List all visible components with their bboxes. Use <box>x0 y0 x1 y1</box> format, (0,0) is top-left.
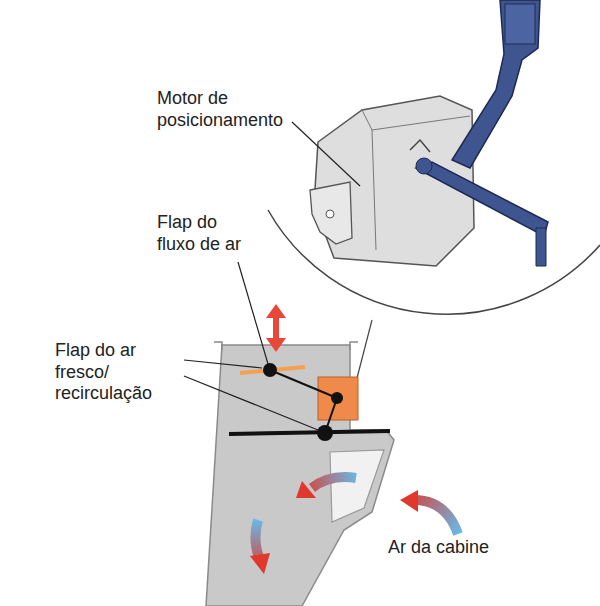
flap-pivot <box>263 363 277 377</box>
zoom-leader <box>357 320 372 378</box>
leader-line <box>238 262 268 364</box>
zoom-circle <box>268 210 600 314</box>
motor-zoom <box>310 0 548 266</box>
air-arrow <box>312 477 356 488</box>
air-arrow <box>255 520 260 560</box>
duct-flange <box>214 342 358 350</box>
linkage <box>270 370 337 398</box>
part-label: Flap do fluxo de ar <box>157 212 257 255</box>
lever-arm <box>452 0 540 168</box>
pivot <box>416 158 432 174</box>
link-arm <box>416 162 548 236</box>
air-arrowhead <box>250 553 270 574</box>
leader-line <box>292 122 360 186</box>
flap-pivot <box>317 425 333 441</box>
air-arrowhead <box>296 481 316 498</box>
air-duct <box>206 345 394 606</box>
leader-line <box>184 360 262 368</box>
air-arrowhead <box>400 490 418 512</box>
recirculation-flap <box>229 431 390 434</box>
link-pin <box>536 228 546 266</box>
mount-hole <box>326 210 334 218</box>
air-arrow <box>414 500 458 534</box>
part-label: Motor de posicionamento <box>157 88 299 131</box>
mounting-tab <box>310 182 352 244</box>
leader-line <box>184 376 318 430</box>
movement-arrowhead <box>266 304 286 352</box>
positioning-motor <box>318 377 358 420</box>
movement-arrow <box>273 316 279 340</box>
lever-shaft <box>505 4 535 44</box>
inlet-recess <box>330 450 384 522</box>
motor-pivot <box>331 392 343 404</box>
part-label: Flap do ar fresco/ recirculação <box>55 340 181 405</box>
part-label: Ar da cabine <box>388 537 538 559</box>
clip <box>410 140 430 152</box>
